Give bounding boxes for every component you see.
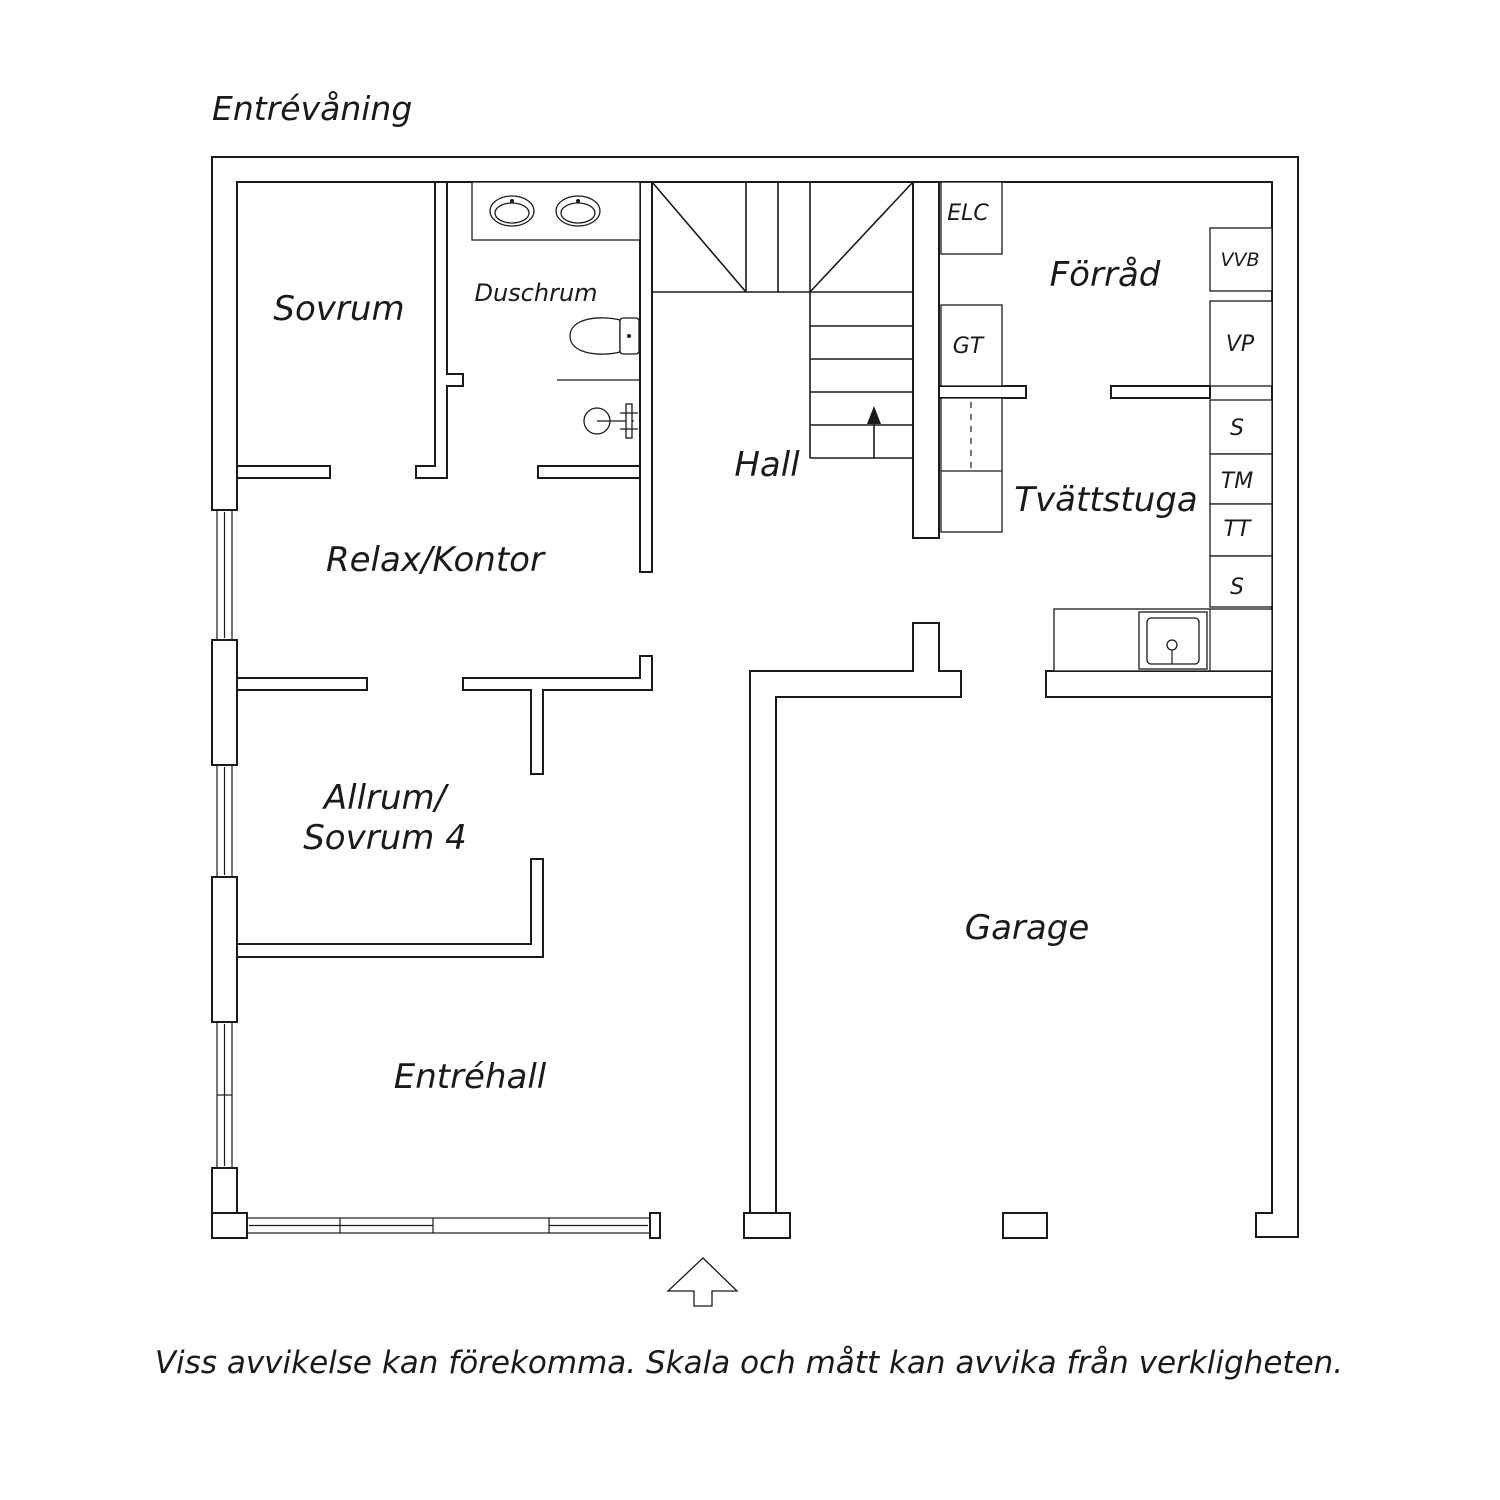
washbasin-icon: [489, 195, 535, 227]
staircase: [651, 181, 914, 459]
stair-direction-arrow-icon: [867, 406, 881, 458]
sovrum-wall: [236, 465, 331, 479]
relax-wall-right: [462, 655, 653, 775]
equipment-label-vp: VP: [1226, 332, 1255, 357]
room-label-relax-kontor: Relax/Kontor: [326, 540, 546, 580]
forrad-wall-right: [1110, 385, 1211, 399]
window-allrum: [216, 764, 233, 878]
s-cabinet-lower: [1209, 555, 1273, 608]
outer-wall-left-a: [211, 639, 238, 766]
stair-wall: [912, 181, 940, 539]
vvb-cabinet: [1209, 227, 1273, 292]
entrance-arrow-icon: [666, 1257, 739, 1307]
window-relax: [216, 509, 233, 641]
equipment-label-s-upper: S: [1230, 416, 1244, 441]
shower-icon: [583, 403, 638, 439]
room-label-tvattstuga: Tvättstuga: [1014, 480, 1197, 520]
vp-cabinet: [1209, 300, 1273, 387]
duschrum-wall: [537, 181, 653, 573]
laundry-sink-icon: [1138, 611, 1208, 670]
garage-pillar-mid: [1002, 1212, 1048, 1239]
elc-cabinet: [940, 181, 1003, 255]
s-cabinet-upper: [1209, 399, 1273, 455]
room-label-forrad: Förråd: [1050, 255, 1161, 295]
room-label-garage: Garage: [965, 908, 1090, 948]
outer-wall-bottom-a: [211, 1212, 248, 1239]
room-label-allrum: Allrum/: [322, 778, 450, 818]
toilet-icon: [569, 317, 640, 355]
room-label-entrehall: Entréhall: [394, 1057, 547, 1097]
garage-wall-left: [749, 622, 962, 1214]
forrad-wall-left: [938, 385, 1027, 399]
outer-wall-left-b: [211, 876, 238, 1023]
garage-wall-right: [1045, 670, 1273, 698]
labels: Entrévåning Sovrum Duschrum Hall Förråd …: [155, 89, 1343, 1381]
floor-title: Entrévåning: [212, 89, 412, 128]
outer-wall-bottom-b: [649, 1212, 661, 1239]
room-label-hall: Hall: [734, 445, 800, 485]
equipment-label-elc: ELC: [947, 201, 989, 226]
window-entrehall-front: [246, 1217, 651, 1234]
gt-cabinet: [940, 304, 1003, 387]
duschrum-fixtures: [471, 181, 641, 439]
disclaimer-text: Viss avvikelse kan förekomma. Skala och …: [155, 1345, 1343, 1381]
allrum-wall: [236, 858, 544, 958]
windows: [216, 509, 651, 1234]
relax-wall-left: [236, 677, 368, 691]
interior-walls: [236, 181, 1273, 1214]
equipment-label-tm: TM: [1221, 469, 1253, 494]
tt-machine: [1209, 503, 1273, 557]
room-label-duschrum: Duschrum: [474, 279, 597, 307]
room-label-sovrum: Sovrum: [273, 289, 404, 329]
room-label-sovrum-4: Sovrum 4: [303, 818, 467, 858]
garage-pillar-left: [743, 1212, 791, 1239]
equipment-label-tt: TT: [1224, 517, 1252, 542]
equipment-label-s-lower: S: [1230, 575, 1244, 600]
equipment-label-gt: GT: [953, 334, 985, 359]
equipment-label-vvb: VVB: [1220, 249, 1259, 271]
equipment-boxes: [940, 181, 1273, 672]
washbasin-icon: [555, 195, 601, 227]
